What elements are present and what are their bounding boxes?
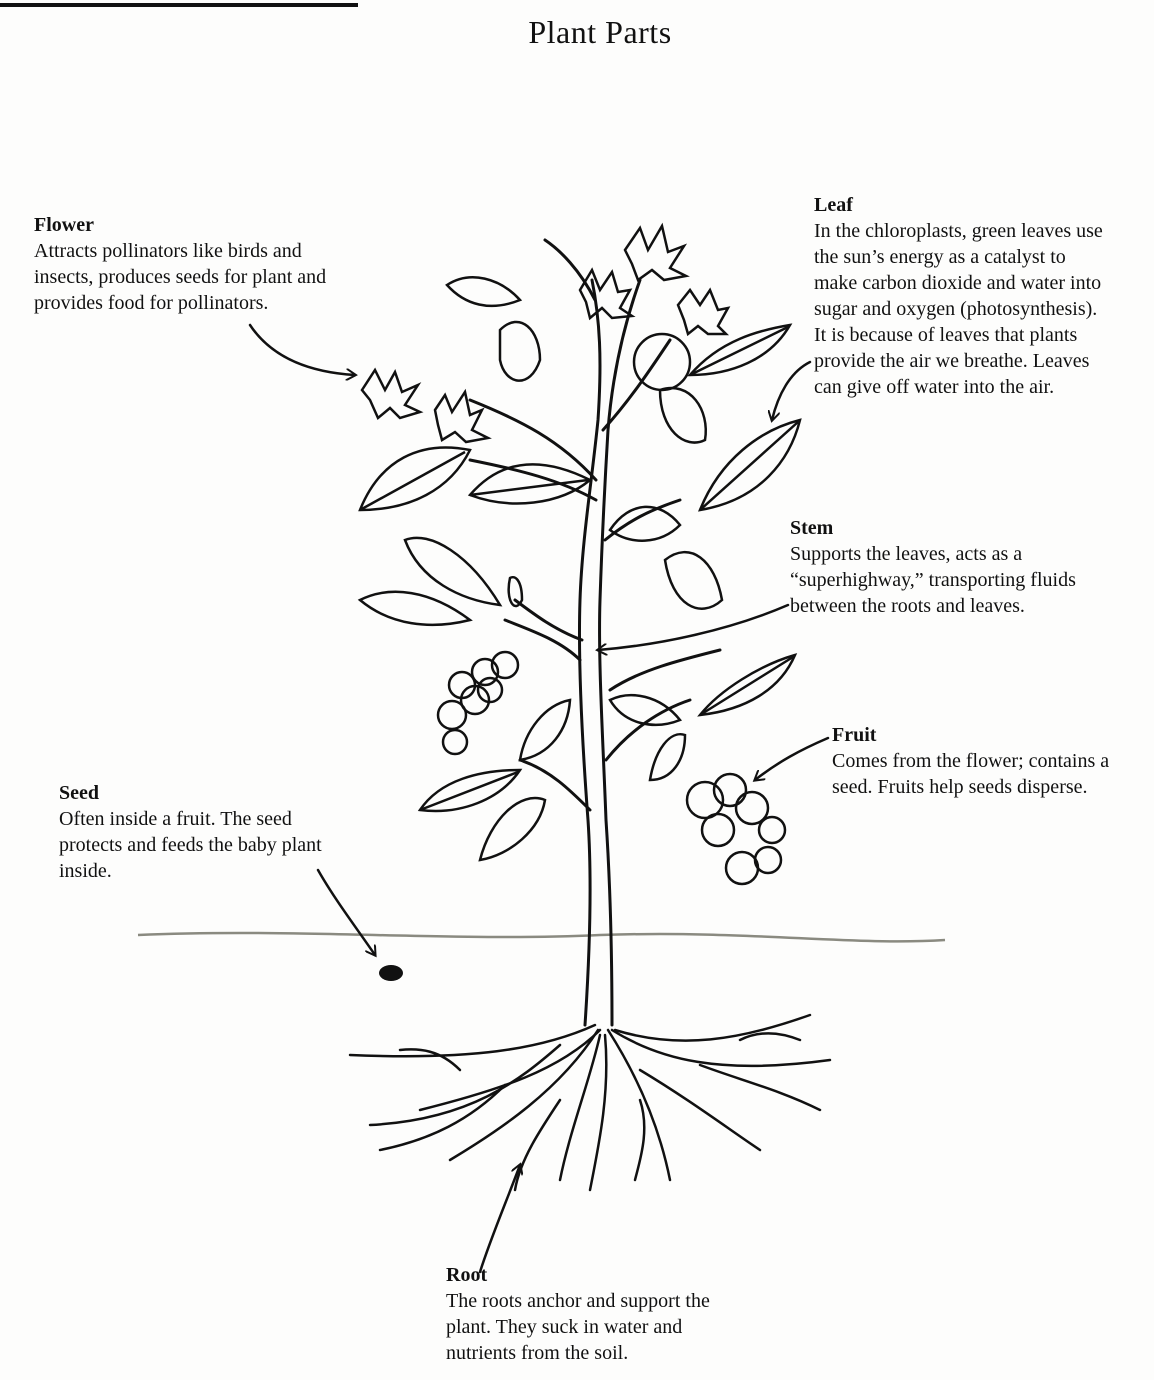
- plant-stem: [470, 240, 720, 1025]
- root-arrow: [480, 1165, 520, 1272]
- stem-label-name: Stem: [790, 515, 1150, 541]
- seed-label-name: Seed: [59, 780, 389, 806]
- fruit-arrow: [755, 738, 828, 780]
- seed-mark: [379, 965, 403, 981]
- leaf-label-description: In the chloroplasts, green leaves use th…: [814, 218, 1154, 400]
- root-label: Root The roots anchor and support the pl…: [446, 1262, 776, 1366]
- stem-label: Stem Supports the leaves, acts as a “sup…: [790, 515, 1150, 619]
- fruit-label: Fruit Comes from the flower; contains a …: [832, 722, 1154, 800]
- root-label-description: The roots anchor and support the plant. …: [446, 1288, 776, 1366]
- soil-line: [138, 933, 945, 941]
- plant-flowers: [362, 226, 728, 442]
- fruit-label-description: Comes from the flower; contains a seed. …: [832, 748, 1154, 800]
- flower-label-name: Flower: [34, 212, 404, 238]
- plant-leaves: [360, 277, 800, 860]
- leaf-label-name: Leaf: [814, 192, 1154, 218]
- plant-fruits: [438, 652, 785, 884]
- leaf-arrow: [772, 362, 810, 420]
- stem-arrow: [598, 605, 788, 650]
- leaf-label: Leaf In the chloroplasts, green leaves u…: [814, 192, 1154, 400]
- seed-label: Seed Often inside a fruit. The seed prot…: [59, 780, 389, 884]
- stem-label-description: Supports the leaves, acts as a “superhig…: [790, 541, 1150, 619]
- root-label-name: Root: [446, 1262, 776, 1288]
- seed-label-description: Often inside a fruit. The seed protects …: [59, 806, 389, 884]
- flower-label: Flower Attracts pollinators like birds a…: [34, 212, 404, 316]
- plant-roots: [350, 1015, 830, 1190]
- fruit-label-name: Fruit: [832, 722, 1154, 748]
- flower-arrow: [250, 325, 355, 375]
- flower-label-description: Attracts pollinators like birds and inse…: [34, 238, 404, 316]
